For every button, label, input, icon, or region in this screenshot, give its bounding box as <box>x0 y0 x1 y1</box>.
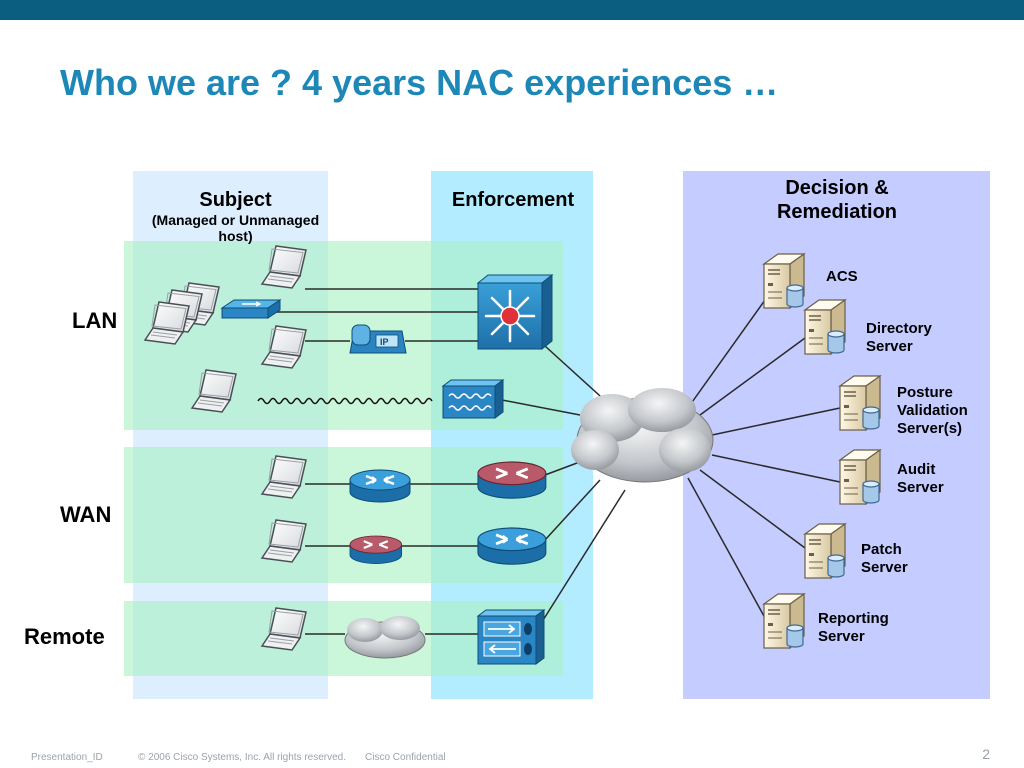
top-bar <box>0 0 1024 20</box>
footer-copyright: © 2006 Cisco Systems, Inc. All rights re… <box>138 752 347 763</box>
reporting-server-icon <box>763 593 805 649</box>
patch-server-label-line1: Patch <box>861 541 902 558</box>
footer-presentation-id: Presentation_ID <box>31 752 103 763</box>
router-icon <box>476 460 548 500</box>
network-cloud-icon <box>571 388 714 483</box>
enforcement-heading: Enforcement <box>451 189 575 211</box>
svg-text:IP: IP <box>380 337 389 347</box>
posture-server-label-line1: Posture <box>897 384 953 401</box>
posture-server-label-line2: Validation <box>897 402 968 419</box>
audit-server-label-line2: Server <box>897 479 944 496</box>
audit-server-icon <box>839 449 881 505</box>
connection-lines <box>272 288 841 635</box>
patch-server-icon <box>804 523 846 579</box>
footer-confidential: Cisco Confidential <box>365 752 446 763</box>
directory-server-label-line2: Server <box>866 338 913 355</box>
subject-subtitle-line1: (Managed or Unmanaged <box>151 212 320 228</box>
ip-phone-icon: IP <box>349 324 407 354</box>
wireless-access-point-icon <box>441 379 505 419</box>
audit-server-label-line1: Audit <box>897 461 936 478</box>
router-icon <box>348 468 412 504</box>
decision-column <box>683 171 990 699</box>
patch-server-label-line2: Server <box>861 559 908 576</box>
multilayer-switch-icon <box>476 273 554 351</box>
reporting-server-label-line1: Reporting <box>818 610 889 627</box>
vpn-concentrator-icon <box>476 609 546 665</box>
internet-cloud-icon <box>344 616 426 659</box>
subject-heading: Subject <box>199 189 272 211</box>
lan-label: LAN <box>72 308 118 333</box>
posture-server-label-line3: Server(s) <box>897 420 963 437</box>
acs-server-label: ACS <box>826 268 858 285</box>
posture-validation-server-icon <box>839 375 881 431</box>
decision-heading-line2: Remediation <box>776 201 898 223</box>
remote-label: Remote <box>24 624 105 649</box>
acs-server-icon <box>763 253 805 309</box>
wan-label: WAN <box>60 502 112 527</box>
page-number: 2 <box>982 746 990 762</box>
reporting-server-label-line2: Server <box>818 628 865 645</box>
workgroup-switch-icon <box>220 299 282 319</box>
router-icon <box>476 526 548 566</box>
directory-server-label-line1: Directory <box>866 320 932 337</box>
slide-title: Who we are ? 4 years NAC experiences … <box>60 62 779 103</box>
router-icon <box>348 534 403 565</box>
subject-subtitle-line2: host) <box>218 228 253 244</box>
wireless-link <box>257 397 433 405</box>
decision-heading-line1: Decision & <box>785 177 889 199</box>
directory-server-icon <box>804 299 846 355</box>
